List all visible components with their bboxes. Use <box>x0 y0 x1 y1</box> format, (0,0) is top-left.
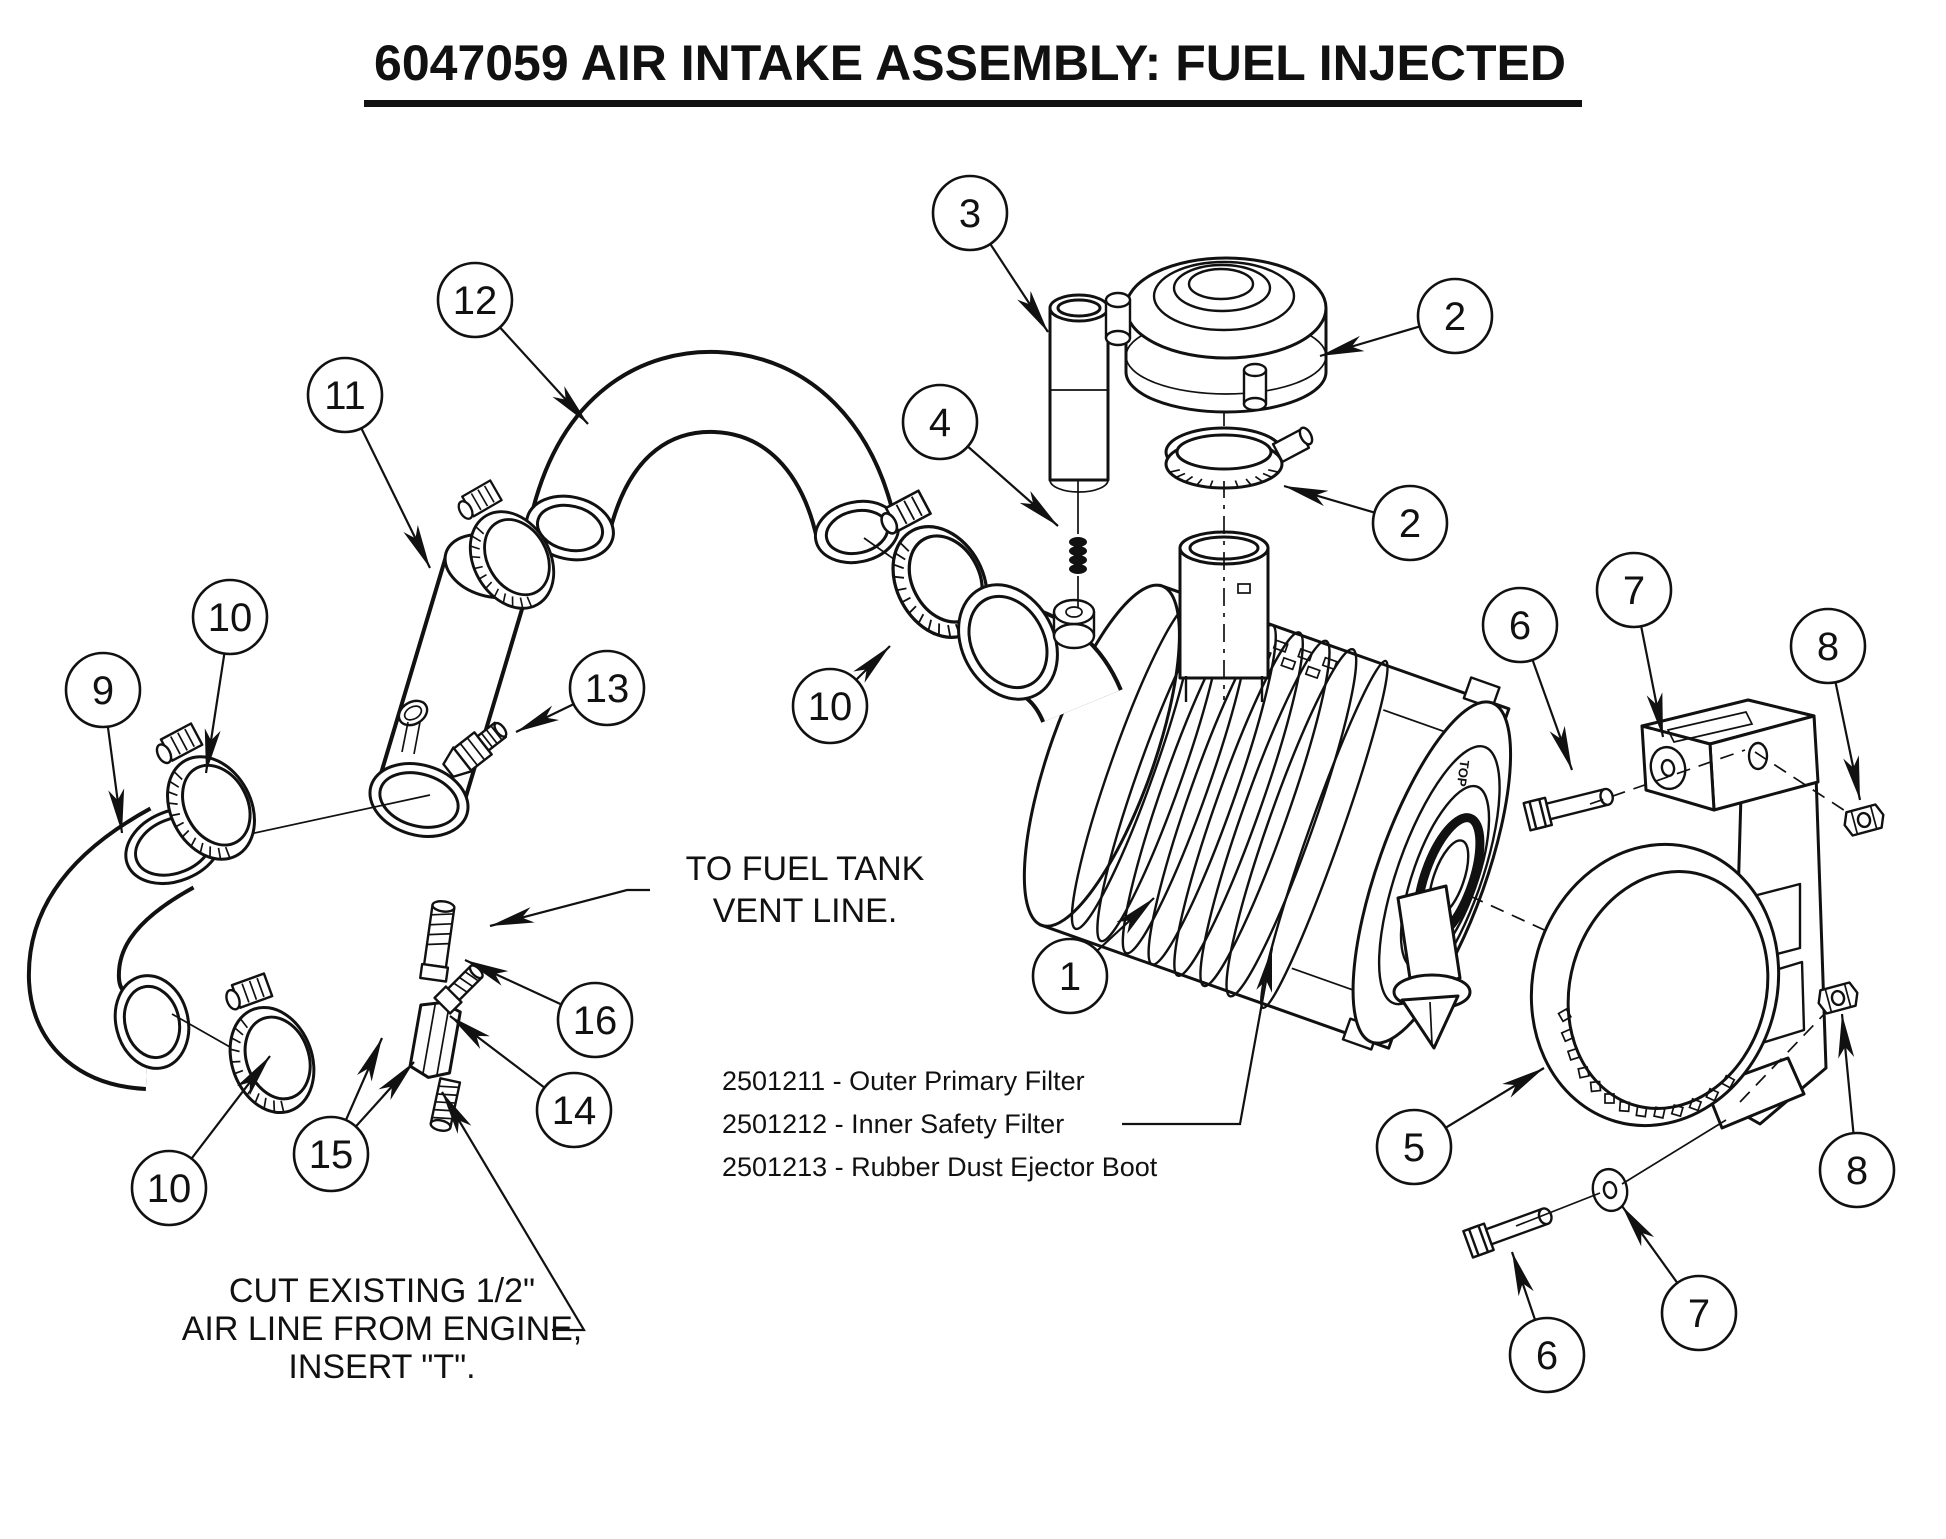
svg-text:12: 12 <box>453 279 498 323</box>
precleaner-clamp-2 <box>1164 426 1314 490</box>
parts-list-leader <box>1122 947 1274 1126</box>
vent-note-line2: VENT LINE. <box>713 892 898 930</box>
callout-7-lower: 7 <box>1621 1205 1738 1352</box>
nut-8-upper <box>1840 802 1888 838</box>
callout-15: 15 <box>292 1037 415 1193</box>
callout-11: 11 <box>306 356 431 569</box>
hose-clamp-10-lower-left <box>204 965 330 1126</box>
cut-note-line1: CUT EXISTING 1/2" <box>229 1272 535 1310</box>
cut-airline-note: CUT EXISTING 1/2" AIR LINE FROM ENGINE, … <box>182 1091 586 1386</box>
band-slot-holes <box>1557 1007 1736 1119</box>
lower-bolt-axis <box>1515 1192 1601 1227</box>
svg-text:4: 4 <box>929 401 951 445</box>
callout-5: 5 <box>1375 1067 1545 1186</box>
upper-nut-axis-dash <box>1754 751 1857 819</box>
callout-7-upper: 7 <box>1595 551 1673 738</box>
dust-ejector-boot <box>1392 884 1472 1050</box>
svg-text:1: 1 <box>1059 955 1081 999</box>
parts-list-item-3: 2501213 - Rubber Dust Ejector Boot <box>722 1152 1158 1182</box>
svg-text:2: 2 <box>1399 502 1421 546</box>
callout-10-middle: 10 <box>791 645 891 745</box>
cut-note-leader <box>441 1091 586 1332</box>
vent-note-leader <box>489 888 650 928</box>
callout-8-upper: 8 <box>1789 607 1867 801</box>
cut-note-line2: AIR LINE FROM ENGINE, <box>182 1310 583 1348</box>
vent-check-spring-4 <box>1069 468 1087 608</box>
callout-13: 13 <box>515 649 646 733</box>
callout-6-lower: 6 <box>1508 1251 1586 1394</box>
air-cleaner-canister-1: TOP <box>1022 583 1513 1051</box>
svg-text:16: 16 <box>573 999 618 1043</box>
svg-text:5: 5 <box>1403 1126 1425 1170</box>
svg-text:10: 10 <box>147 1167 192 1211</box>
page-title-text: 6047059 AIR INTAKE ASSEMBLY: FUEL INJECT… <box>364 34 1582 107</box>
callout-2-clamp: 2 <box>1283 484 1449 562</box>
callout-8-lower: 8 <box>1818 1013 1896 1209</box>
callout-2-precleaner: 2 <box>1319 277 1494 358</box>
callout-16: 16 <box>464 959 634 1059</box>
parts-list-item-1: 2501211 - Outer Primary Filter <box>722 1066 1085 1096</box>
svg-text:3: 3 <box>959 192 981 236</box>
washer-7-lower <box>1587 1164 1633 1216</box>
bolt-6-lower <box>1462 1199 1557 1259</box>
end-cap-marking: TOP <box>1454 759 1472 788</box>
precleaner-cap-2 <box>1104 256 1328 414</box>
fitting-13-sensor <box>442 721 508 778</box>
callout-1: 1 <box>1031 897 1155 1015</box>
tee-fitting <box>408 900 484 1132</box>
svg-text:7: 7 <box>1623 569 1645 613</box>
svg-text:15: 15 <box>309 1133 354 1177</box>
cut-note-line3: INSERT "T". <box>288 1348 475 1386</box>
tee-top-barb <box>419 900 456 983</box>
svg-text:6: 6 <box>1536 1334 1558 1378</box>
svg-text:10: 10 <box>208 596 253 640</box>
parts-list: 2501211 - Outer Primary Filter 2501212 -… <box>722 947 1274 1182</box>
svg-text:10: 10 <box>808 685 853 729</box>
upper-bolt-axis-dash <box>1589 749 1746 805</box>
callout-10-lower-left: 10 <box>130 1055 271 1227</box>
svg-text:8: 8 <box>1817 625 1839 669</box>
canister-inlet-elbow <box>957 583 1123 725</box>
svg-text:14: 14 <box>552 1089 597 1133</box>
page-title: 6047059 AIR INTAKE ASSEMBLY: FUEL INJECT… <box>0 34 1946 107</box>
vent-line-note: TO FUEL TANK VENT LINE. <box>489 850 925 930</box>
callout-10-upper-left: 10 <box>191 578 269 774</box>
parts-list-item-2: 2501212 - Inner Safety Filter <box>722 1109 1064 1139</box>
svg-text:7: 7 <box>1688 1292 1710 1336</box>
snorkel-tube-3 <box>1048 293 1110 493</box>
hose-12-elbow <box>525 349 901 565</box>
callout-9: 9 <box>64 651 142 834</box>
svg-text:6: 6 <box>1509 604 1531 648</box>
svg-text:11: 11 <box>324 374 366 418</box>
bolt-6-upper <box>1522 780 1618 832</box>
lower-washer-axis <box>1621 1119 1727 1185</box>
callout-12: 12 <box>436 261 589 425</box>
svg-text:8: 8 <box>1846 1149 1868 1193</box>
callout-3: 3 <box>931 174 1049 333</box>
vent-note-line1: TO FUEL TANK <box>686 850 925 888</box>
svg-text:2: 2 <box>1444 295 1466 339</box>
mounting-band-5 <box>1529 698 1828 1130</box>
svg-text:13: 13 <box>585 667 630 711</box>
callout-6-upper: 6 <box>1481 586 1574 771</box>
svg-text:9: 9 <box>92 669 114 713</box>
callout-14: 14 <box>449 1015 613 1149</box>
callout-4: 4 <box>901 383 1059 527</box>
tee-bottom-barb-15 <box>429 1077 462 1132</box>
